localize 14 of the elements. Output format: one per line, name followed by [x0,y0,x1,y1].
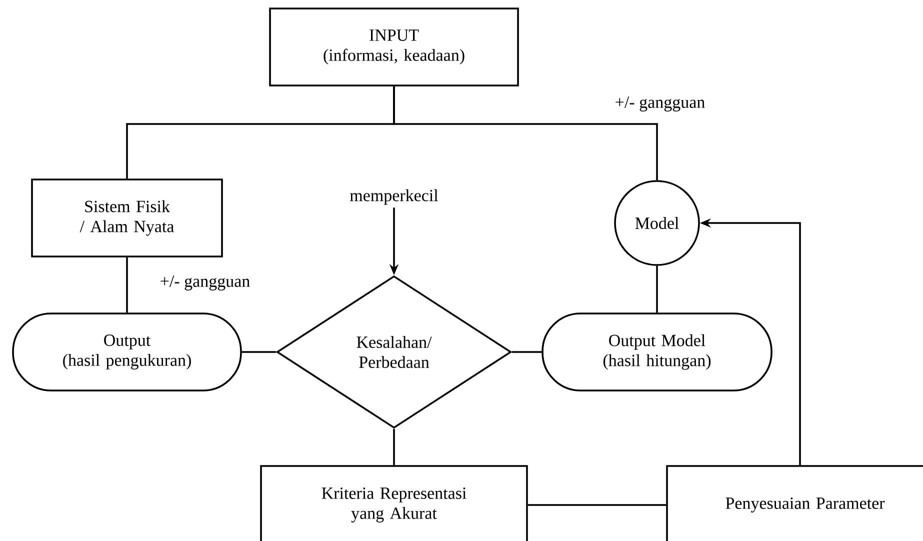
process-box: Kriteria Representasi yang Akurat [260,465,528,541]
connector [126,257,128,313]
connector [242,351,276,353]
connector [528,504,666,506]
annotation-text: +/- gangguan [160,276,250,290]
annotation-text: +/- gangguan [616,96,705,112]
connector [393,86,658,180]
annotation-text: memperkecil [350,189,438,205]
connector [656,266,658,313]
process-box: Sistem Fisik / Alam Nyata [31,178,223,258]
process-box: Penyesuaian Parameter [666,465,923,541]
connector [512,351,542,353]
process-box: INPUT (informasi, keadaan) [269,8,519,86]
connector [393,428,395,466]
